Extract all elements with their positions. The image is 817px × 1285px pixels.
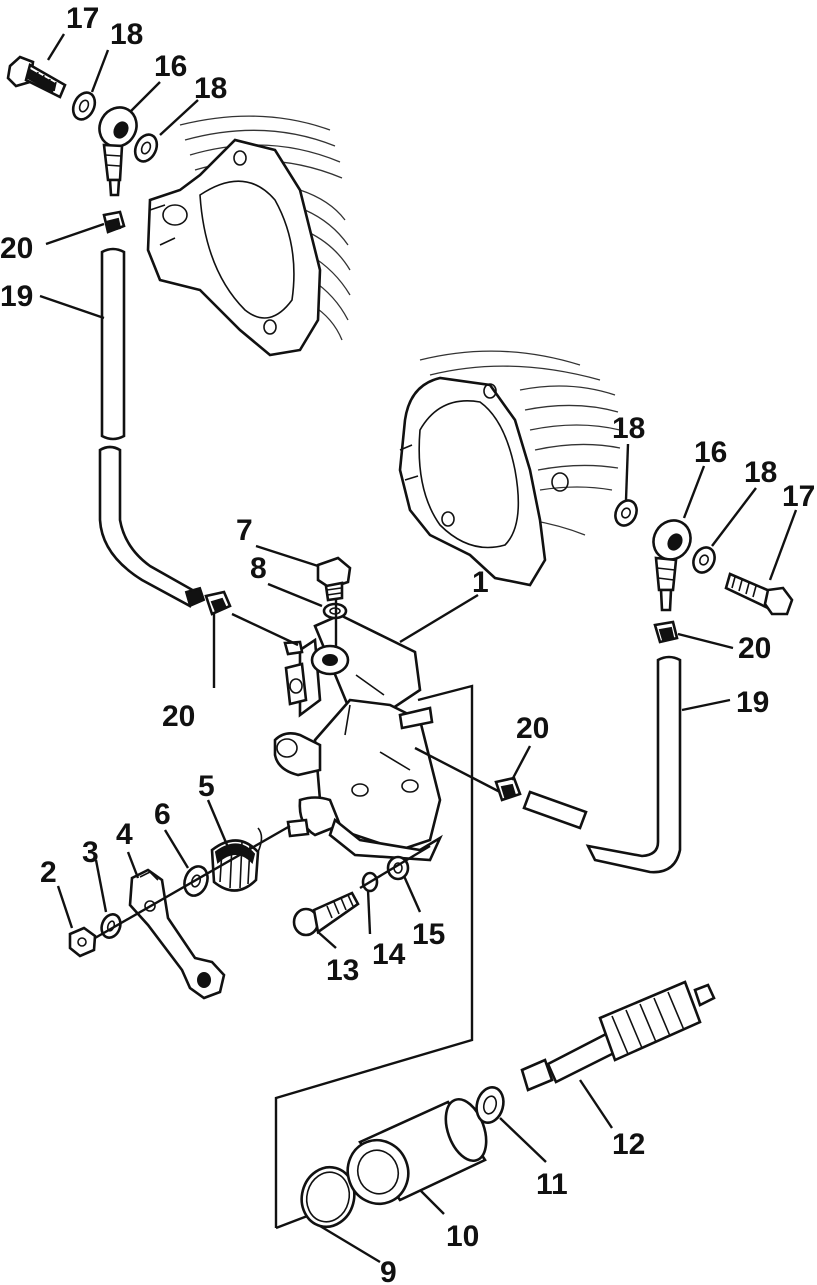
banjo-fitting-left [98,106,138,197]
label-12: 12 [612,1128,645,1161]
hose-clamp-left-bottom [204,590,232,616]
bleed-screw [316,556,352,602]
hose-clamp-mid [494,776,522,802]
label-4: 4 [116,818,133,851]
leader-clamp-to-pump [231,612,299,647]
engine-cylinder-upper [146,115,351,357]
label-17-left: 17 [66,2,99,35]
mounting-screw [292,891,360,937]
sealing-washer-right-a [614,499,638,527]
label-20-right: 20 [738,632,771,665]
label-10: 10 [446,1220,479,1253]
sealing-washer-left-b [133,133,159,163]
hose-clamp-left-top [102,210,126,234]
oil-hose-right [522,655,682,874]
leader-hose-to-pump [414,746,501,794]
label-8: 8 [250,552,267,585]
label-1: 1 [472,566,489,599]
engine-cylinder-lower [398,350,621,587]
label-5: 5 [198,770,215,803]
label-16-right: 16 [694,436,727,469]
banjo-fitting-right [652,519,692,612]
label-15: 15 [412,918,445,951]
o-ring [300,1165,356,1229]
oil-pump-body [273,613,443,862]
label-13: 13 [326,954,359,987]
label-18-right-b: 18 [744,456,777,489]
label-19-right: 19 [736,686,769,719]
label-20-mid: 20 [516,712,549,745]
frame-tick [275,1213,311,1230]
label-18-left-a: 18 [110,18,143,51]
label-16-left: 16 [154,50,187,83]
label-19-left: 19 [0,280,33,313]
label-14: 14 [372,938,406,971]
drive-gear-shaft [520,980,716,1092]
lever-washer [100,913,122,939]
banjo-bolt-left [6,55,67,99]
leader-lever-axis [94,824,291,940]
leader-screw-axis [359,844,431,890]
label-20-left-top: 20 [0,232,33,265]
label-11: 11 [536,1168,568,1201]
label-9: 9 [380,1256,397,1285]
assembly-frame-line [274,684,474,1228]
label-3: 3 [82,836,99,869]
thrust-washer [475,1085,505,1125]
label-18-right-a: 18 [612,412,645,445]
label-7: 7 [236,514,253,547]
control-lever [128,868,226,1000]
hose-clamp-right [653,620,679,644]
sealing-washer-right-b [692,546,716,574]
return-spring [210,827,263,892]
label-17-right: 17 [782,480,815,513]
leader-lines [39,33,798,1264]
label-6: 6 [154,798,171,831]
oil-hose-left [98,247,206,608]
lever-nut [68,926,97,958]
label-18-left-b: 18 [194,72,227,105]
label-2: 2 [40,856,57,889]
sealing-washer-left-a [71,91,97,121]
pump-sleeve [346,1098,488,1206]
banjo-bolt-right [724,572,794,616]
label-20-left-bottom: 20 [162,700,195,733]
